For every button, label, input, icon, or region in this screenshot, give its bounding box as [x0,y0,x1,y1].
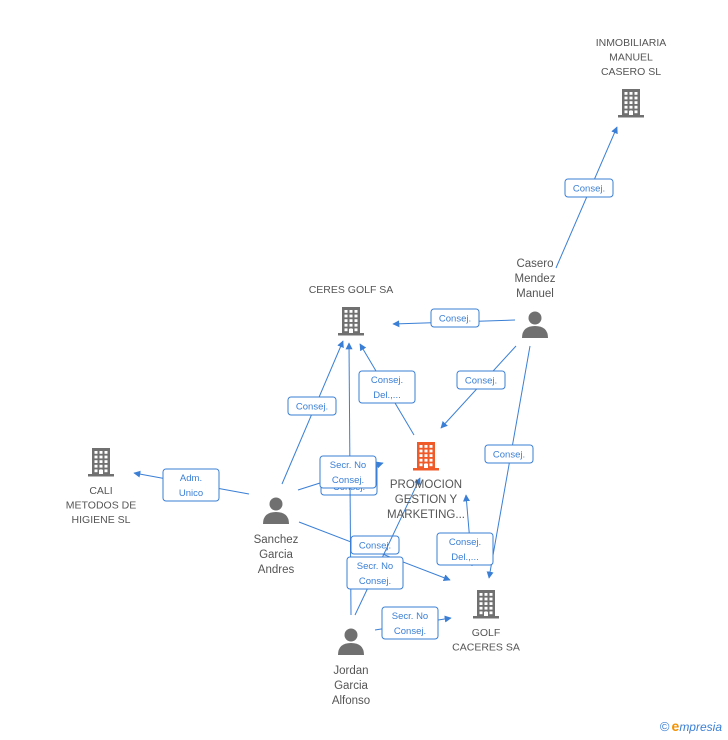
edge-label-text: Del.,... [451,552,478,563]
edge-casero-inmobiliaria: Consej. [555,126,618,269]
node-label-line: PROMOCION [390,479,462,491]
edge-label-text: Unico [179,488,203,499]
node-label-line: Alfonso [332,695,370,707]
node-label-line: Manuel [516,288,554,300]
building-icon [618,89,644,118]
brand-name: mpresia [679,720,722,734]
edge-label-text: Consej. [359,541,391,552]
building-icon [413,442,439,471]
edge-line [354,477,421,616]
edge-label-box [358,370,416,404]
edge-label[interactable]: Consej. [456,370,506,390]
edge-sanchez-golf: Consej. [298,521,451,582]
edge-promocion-golf: Consej. Del.,... [436,494,494,567]
edge-label-text: Secr. No [357,561,393,572]
edge-label-box [346,556,404,590]
edge-label[interactable]: Adm. Unico [162,468,220,502]
edge-label-text: Adm. [180,473,202,484]
edge-label-text: Consej. [296,402,328,413]
edge-sanchez-cali: Adm. Unico [133,468,250,502]
edge-label-box [484,444,534,464]
edge-label-box [430,308,480,328]
building-icon [338,307,364,336]
brand-logo-initial: e [671,718,680,734]
edge-label[interactable]: Consej. [287,396,337,416]
edge-label[interactable]: Consej. [430,308,480,328]
edge-label-text: Consej. [465,376,497,387]
edge-casero-promocion: Consej. [440,345,517,429]
edge-label-box [436,532,494,566]
node-label-line: INMOBILIARIA [596,37,667,49]
node-label-line: METODOS DE [66,500,136,512]
node-label-line: MARKETING... [387,509,465,521]
node-label-line: Sanchez [254,534,299,546]
node-label-line: CERES GOLF SA [309,284,394,296]
footer-brand: ©empresia [660,718,722,734]
node-label-line: CACERES SA [452,642,520,654]
edge-label[interactable]: Consej. Del.,... [436,532,494,566]
node-label-line: MANUEL [609,52,653,64]
node-label-line: GOLF [472,627,501,639]
person-icon [263,497,289,524]
edge-label-text: Consej. [394,626,426,637]
edge-label-box [319,455,377,489]
edge-promocion-ceres: Consej. Del.,... [358,343,416,436]
edge-jordan-promocion: Secr. No Consej. [346,477,421,616]
edge-label-box [287,396,337,416]
node-label-line: Mendez [515,273,556,285]
node-promocion[interactable]: PROMOCION GESTION Y MARKETING... [387,442,465,521]
node-label-line: HIGIENE SL [72,514,131,526]
edge-label-text: Secr. No [392,611,428,622]
edge-label-text: Consej. [493,450,525,461]
edge-label-box [162,468,220,502]
edge-label-text: Del.,... [373,390,400,401]
node-label-line: Garcia [259,549,293,561]
edge-label[interactable]: Consej. [484,444,534,464]
edge-label-text: Consej. [449,537,481,548]
edge-label[interactable]: Consej. [350,535,400,555]
node-cali[interactable]: CALI METODOS DE HIGIENE SL [66,448,136,526]
edge-label-text: Consej. [371,375,403,386]
edge-label-text: Consej. [359,576,391,587]
building-icon [88,448,114,477]
node-ceres[interactable]: CERES GOLF SA [309,284,394,336]
node-label-line: Jordan [333,665,368,677]
edge-label[interactable]: Secr. No Consej. [319,455,377,489]
edge-label-text: Secr. No [330,460,366,471]
copyright-symbol: © [659,719,670,734]
edge-label-text: Consej. [332,475,364,486]
building-icon [473,590,499,619]
person-icon [338,628,364,655]
node-label-line: Garcia [334,680,368,692]
node-label-line: Casero [516,258,553,270]
node-label-line: GESTION Y [395,494,458,506]
edge-label-box [381,606,439,640]
node-label-line: CALI [89,485,112,497]
edge-label-box [350,535,400,555]
node-golf[interactable]: GOLF CACERES SA [452,590,520,654]
edge-jordan-golf: Secr. No Consej. [374,606,452,640]
node-label-line: Andres [258,564,295,576]
edge-sanchez-ceres: Consej. [281,340,344,485]
edge-casero-ceres: Consej. [392,308,516,328]
edge-label-text: Consej. [439,314,471,325]
node-inmobiliaria[interactable]: INMOBILIARIA MANUEL CASERO SL [596,37,667,118]
edge-label-text: Consej. [573,184,605,195]
edge-label-box [456,370,506,390]
node-label-line: CASERO SL [601,66,661,78]
edge-label-box [564,178,614,198]
edge-label[interactable]: Secr. No Consej. [381,606,439,640]
nodes-layer: INMOBILIARIA MANUEL CASERO SL CERES GOLF SA… [66,37,667,707]
person-icon [522,311,548,338]
edge-label[interactable]: Secr. No Consej. [346,556,404,590]
edge-casero-golf: Consej. [484,345,534,579]
edges-layer: Consej. Consej. Consej. Consej. Consej. Del.,… [133,126,618,640]
edge-label[interactable]: Consej. Del.,... [358,370,416,404]
edge-label[interactable]: Consej. [564,178,614,198]
